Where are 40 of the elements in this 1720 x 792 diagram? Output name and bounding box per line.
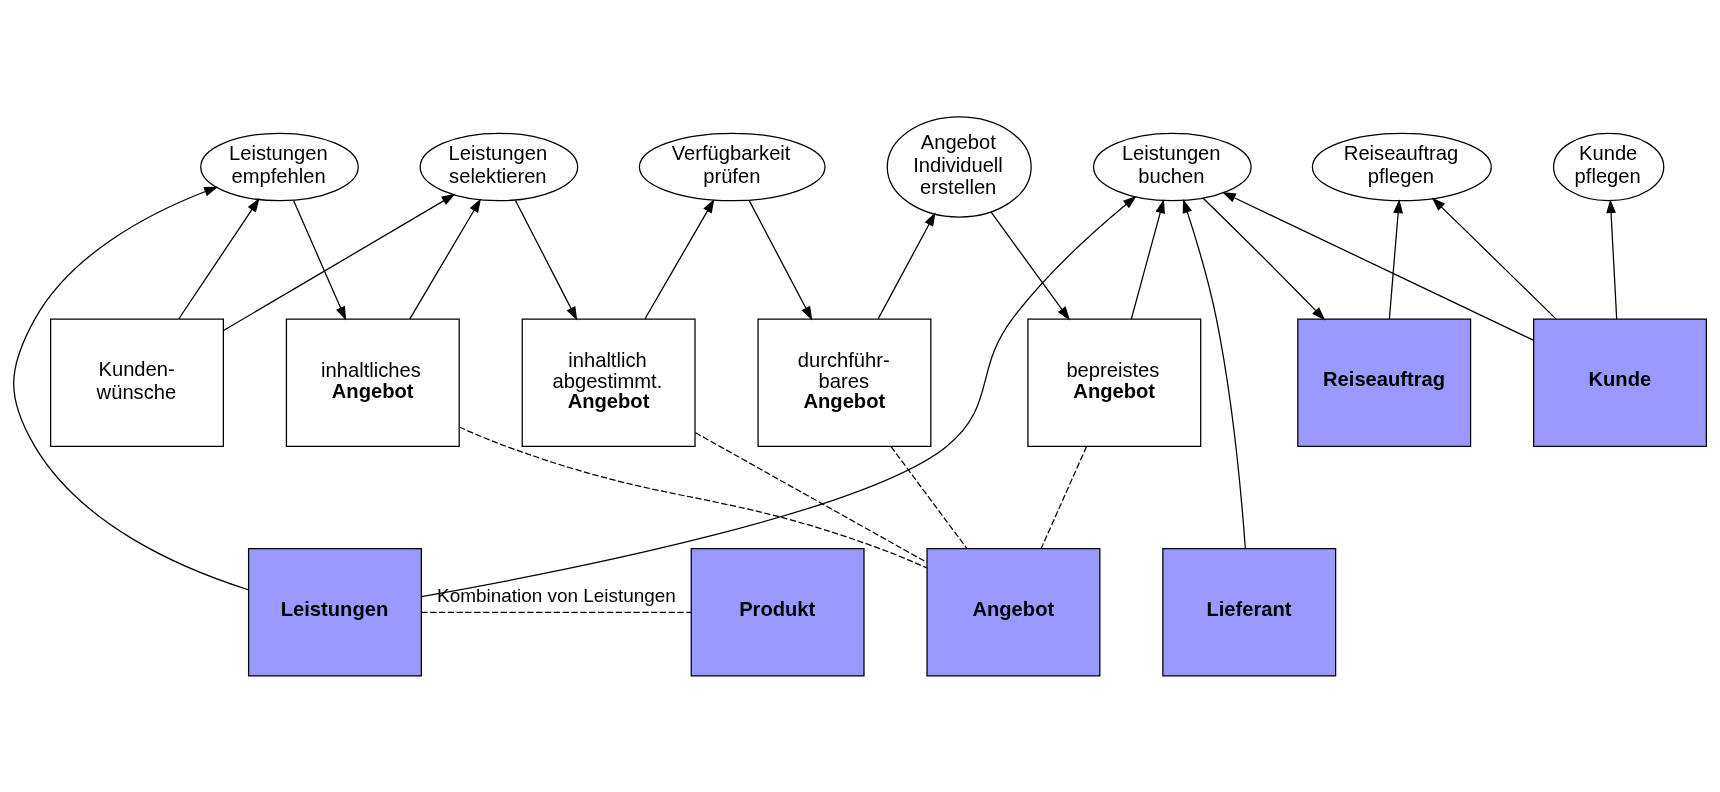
arrow — [877, 211, 936, 319]
arrow — [1606, 198, 1618, 320]
connector — [458, 425, 928, 569]
node-box: inhaltliches Angebot — [285, 317, 460, 447]
node-ellipse: Kunde pflegen — [1552, 132, 1665, 201]
arrow — [990, 210, 1070, 320]
connector — [420, 611, 692, 613]
arrow — [293, 199, 347, 320]
arrow — [1221, 191, 1534, 341]
node-box: Kunden- wünsche — [49, 317, 224, 447]
node-box: Kunde — [1533, 317, 1708, 447]
node-box: Lieferant — [1162, 547, 1337, 677]
connector — [694, 431, 928, 563]
node-ellipse: Reiseauftrag pflegen — [1311, 132, 1492, 201]
node-box: Angebot — [926, 547, 1101, 677]
connector — [890, 445, 968, 549]
arrow — [1202, 197, 1326, 320]
arrow — [409, 198, 481, 319]
arrow — [514, 199, 578, 321]
node-box: Leistungen — [247, 547, 422, 677]
node-box: Reiseauftrag — [1297, 317, 1472, 447]
arrow — [748, 199, 813, 320]
arrow — [1388, 198, 1403, 320]
node-ellipse: Leistungen selektieren — [419, 132, 579, 201]
arrow — [178, 197, 260, 320]
connector — [1040, 445, 1088, 549]
node-ellipse: Angebot Individuell erstellen — [886, 115, 1032, 218]
node-box: inhaltlich abgestimmt. Angebot — [521, 317, 696, 447]
node-box: Produkt — [690, 547, 865, 677]
node-ellipse: Verfügbarkeit prüfen — [638, 132, 826, 201]
edge-label: Kombination von Leistungen — [437, 584, 676, 606]
arrow — [1431, 196, 1557, 320]
arrow — [1130, 198, 1165, 320]
arrow — [13, 186, 249, 590]
arrow — [222, 193, 456, 331]
node-box: bepreistes Angebot — [1027, 317, 1202, 447]
node-box: durchführ- bares Angebot — [757, 317, 932, 447]
arrow — [420, 195, 1137, 597]
arrow — [644, 198, 715, 319]
arrow — [1182, 198, 1246, 549]
